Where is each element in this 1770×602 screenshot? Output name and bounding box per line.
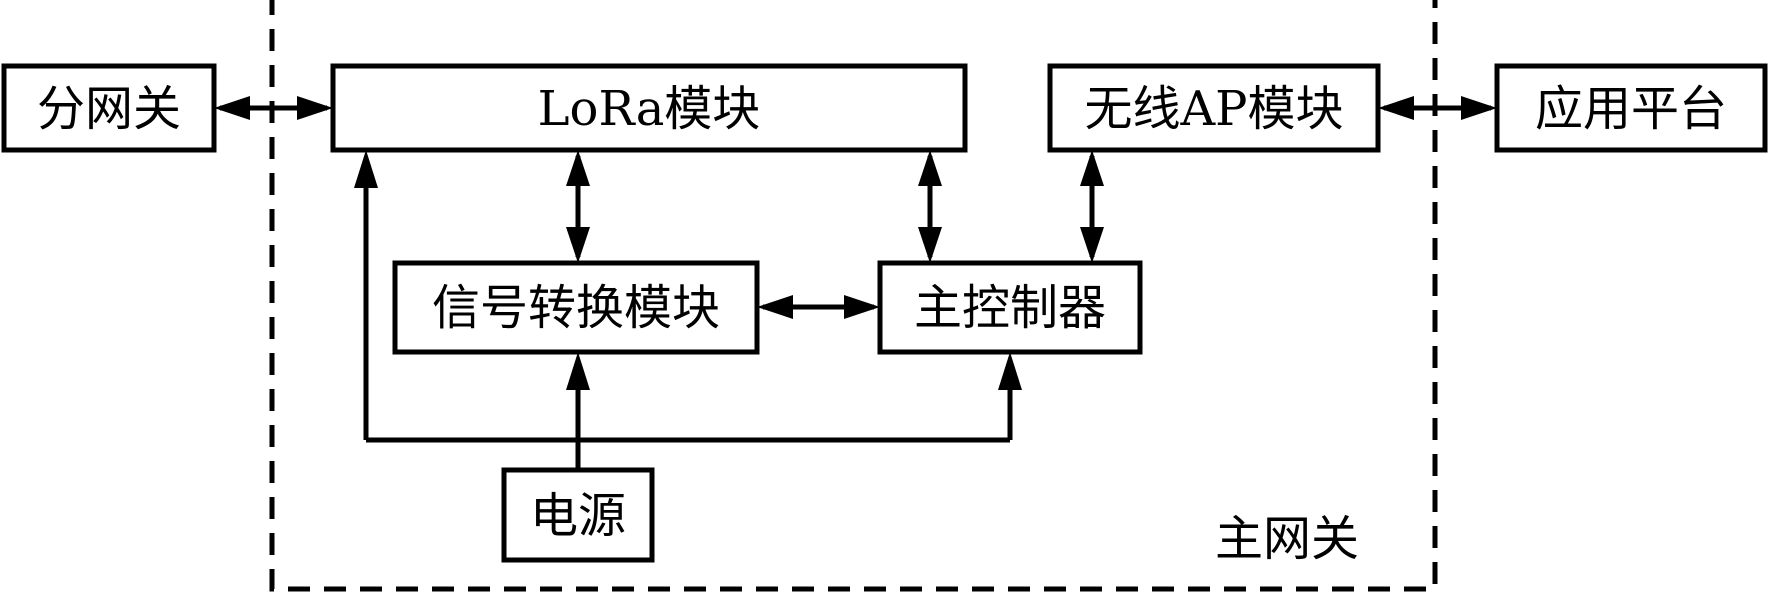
- power-lora-arrow-up: [354, 150, 378, 188]
- lora-controller-arrow-down: [918, 227, 942, 263]
- power-signal-arrow-up: [566, 352, 590, 390]
- sub-gateway-lora-arrow-left: [214, 96, 250, 120]
- ap-platform-arrow-left: [1378, 96, 1414, 120]
- main-gateway-label: 主网关: [1215, 511, 1359, 567]
- sub-gateway-node: 分网关: [1, 63, 217, 153]
- signal-controller-arrow-right: [844, 295, 880, 319]
- power-supply-node: 电源: [501, 467, 655, 563]
- ap-controller-arrow-up: [1080, 150, 1104, 186]
- app-platform-label: 应用平台: [1535, 81, 1727, 137]
- power-distribution-line: [363, 182, 1013, 470]
- signal-controller-arrow-left: [757, 295, 793, 319]
- sub-gateway-lora-arrow-right: [297, 96, 333, 120]
- lora-controller-arrow-up: [918, 150, 942, 186]
- ap-platform-arrow-right: [1461, 96, 1497, 120]
- main-controller-node: 主控制器: [877, 260, 1143, 355]
- sub-gateway-label: 分网关: [37, 81, 181, 137]
- main-controller-label: 主控制器: [914, 280, 1106, 336]
- power-controller-arrow-up: [998, 352, 1022, 390]
- wireless-ap-module-label: 无线AP模块: [1085, 81, 1344, 137]
- ap-controller-arrow-down: [1080, 227, 1104, 263]
- lora-module-node: LoRa模块: [330, 63, 968, 153]
- wireless-ap-module-node: 无线AP模块: [1047, 63, 1381, 153]
- lora-module-label: LoRa模块: [538, 81, 761, 137]
- lora-signal-arrow-up: [566, 150, 590, 186]
- power-supply-label: 电源: [530, 488, 626, 544]
- signal-conversion-module-label: 信号转换模块: [432, 280, 720, 336]
- signal-conversion-module-node: 信号转换模块: [392, 260, 760, 355]
- app-platform-node: 应用平台: [1494, 63, 1768, 153]
- main-gateway-boundary: [269, 0, 1438, 592]
- lora-signal-arrow-down: [566, 227, 590, 263]
